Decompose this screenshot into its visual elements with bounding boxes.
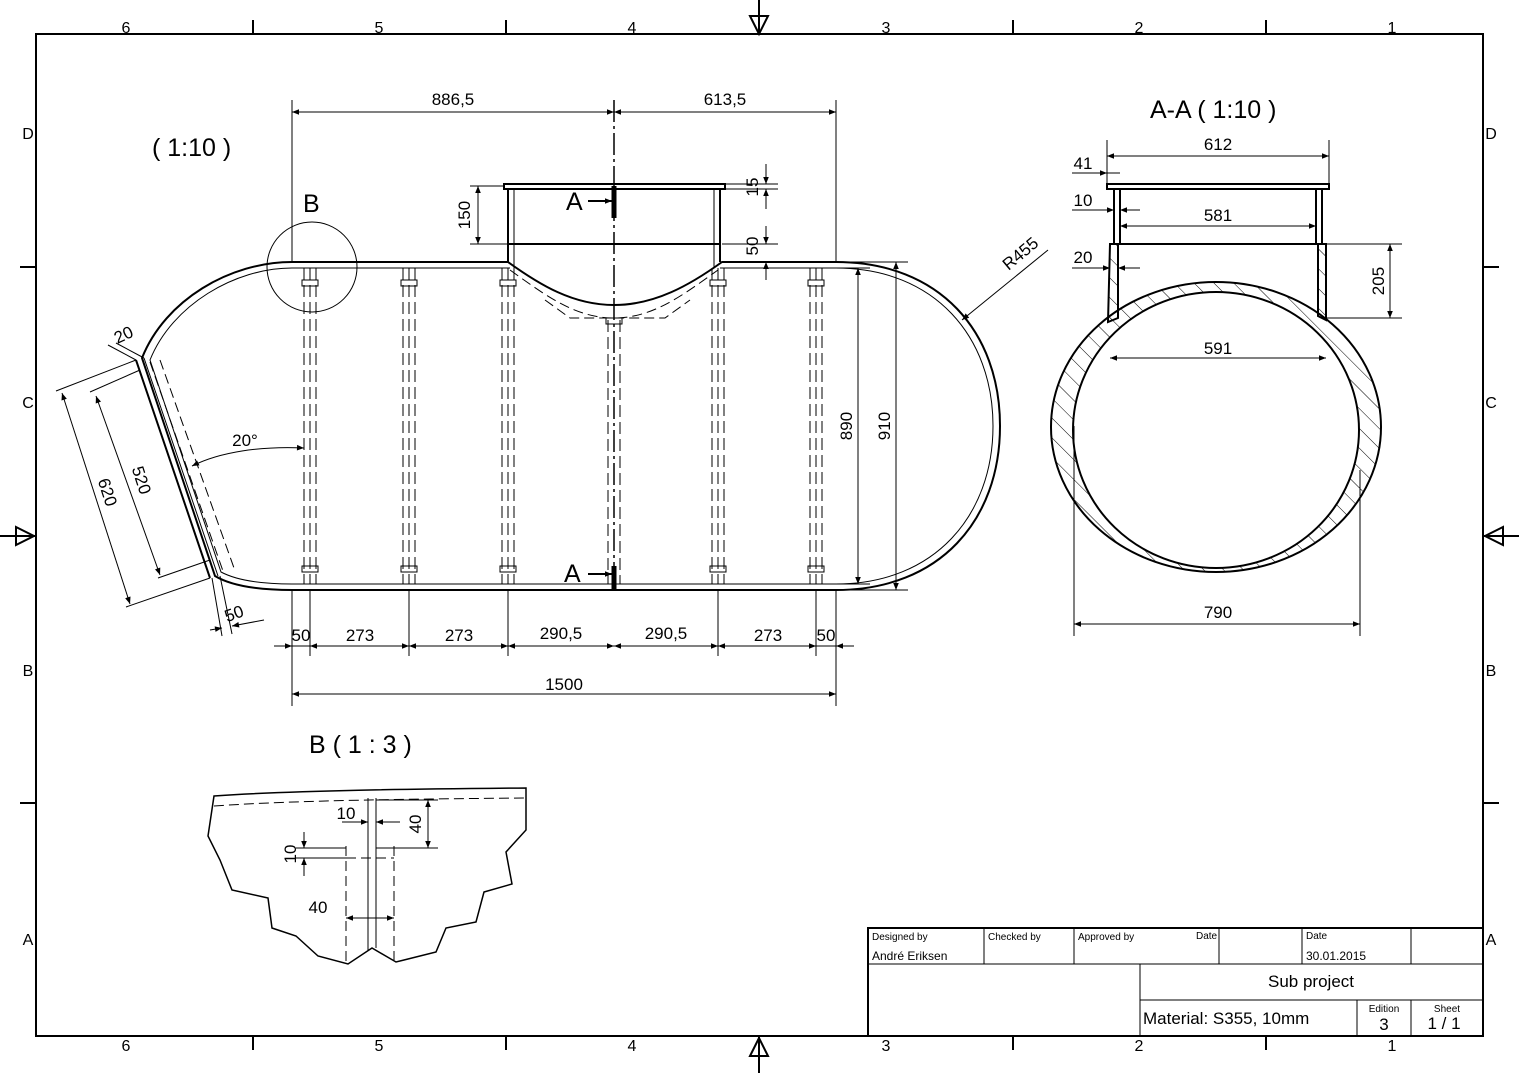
zone-row-left: C xyxy=(22,395,34,412)
section-ring xyxy=(1050,280,1382,574)
zone-col-bottom: 1 xyxy=(1388,1038,1397,1055)
ribs xyxy=(303,268,823,584)
dim-150: 150 xyxy=(455,201,474,229)
zone-labels: 6 5 4 3 2 1 6 5 4 3 2 1 D C B A D C B A xyxy=(22,20,1497,1055)
detail-view: B ( 1 : 3 ) 10 40 10 40 xyxy=(207,731,527,965)
checked-by-label: Checked by xyxy=(988,932,1041,943)
dims-top xyxy=(291,100,837,262)
designed-by-value: André Eriksen xyxy=(872,949,947,963)
zone-col-top: 5 xyxy=(375,20,384,37)
dim-520: 520 xyxy=(128,464,155,497)
zone-row-right: C xyxy=(1485,395,1497,412)
dim-886-5: 886,5 xyxy=(432,90,475,109)
dim-chain-item: 273 xyxy=(346,626,374,645)
dims-height xyxy=(836,261,908,591)
detail-inner-line xyxy=(213,797,527,807)
zone-col-top: 2 xyxy=(1135,20,1144,37)
main-view: ( 1:10 ) xyxy=(55,90,1049,706)
dim-50-top: 50 xyxy=(743,237,762,256)
dims-bottom-chain xyxy=(274,590,854,706)
detail-outline xyxy=(207,787,527,965)
zone-row-right: D xyxy=(1485,126,1497,143)
dim-20-sec: 20 xyxy=(1074,248,1093,267)
tank-inner-outline xyxy=(149,267,994,585)
section-marker-top: A xyxy=(566,188,583,216)
detail-circle-b xyxy=(266,221,358,313)
dim-910: 910 xyxy=(875,412,894,440)
dim-613-5: 613,5 xyxy=(704,90,747,109)
detail-marker-b: B xyxy=(303,190,320,218)
section-dims xyxy=(1072,140,1402,636)
dim-chain-item: 50 xyxy=(292,626,311,645)
zone-row-left: B xyxy=(23,663,34,680)
dim-20-end: 20 xyxy=(111,322,136,347)
date-value: 30.01.2015 xyxy=(1306,949,1366,963)
sheet-label: Sheet xyxy=(1434,1004,1460,1015)
date-label-2: Date xyxy=(1306,931,1328,942)
zone-col-bottom: 2 xyxy=(1135,1038,1144,1055)
zone-col-bottom: 4 xyxy=(628,1038,637,1055)
dim-205: 205 xyxy=(1369,267,1388,295)
dim-detail-40-h: 40 xyxy=(309,898,328,917)
dim-890: 890 xyxy=(837,412,856,440)
project-title: Sub project xyxy=(1268,972,1354,991)
zone-row-right: A xyxy=(1486,932,1497,949)
zone-col-top: 6 xyxy=(122,20,131,37)
material-text: Material: S355, 10mm xyxy=(1143,1009,1309,1028)
zone-col-top: 1 xyxy=(1388,20,1397,37)
zone-col-top: 3 xyxy=(882,20,891,37)
zone-col-bottom: 6 xyxy=(122,1038,131,1055)
dim-591: 591 xyxy=(1204,339,1232,358)
zone-col-bottom: 3 xyxy=(882,1038,891,1055)
date-label-1: Date xyxy=(1196,931,1218,942)
dim-detail-40-v: 40 xyxy=(406,815,425,834)
end-plate xyxy=(135,357,235,579)
section-marker-bottom: A xyxy=(564,560,581,588)
zone-row-left: D xyxy=(22,126,34,143)
edition-value: 3 xyxy=(1379,1015,1388,1034)
designed-by-label: Designed by xyxy=(872,932,928,943)
dim-chain-item: 290,5 xyxy=(645,624,688,643)
rib-caps xyxy=(301,279,825,573)
dims-hatch xyxy=(470,164,778,280)
zone-row-right: B xyxy=(1486,663,1497,680)
dim-r455: R455 xyxy=(999,233,1042,274)
approved-by-label: Approved by xyxy=(1078,932,1134,943)
section-view: A-A ( 1:10 ) 612 41 10 581 xyxy=(1050,96,1402,636)
dim-15: 15 xyxy=(743,178,762,197)
dim-chain-item: 290,5 xyxy=(540,624,583,643)
zone-col-top: 4 xyxy=(628,20,637,37)
dim-r455-leader xyxy=(961,249,1049,321)
dim-detail-10-h: 10 xyxy=(337,804,356,823)
dim-angle-20: 20° xyxy=(232,431,258,450)
hatch-bowl-inner xyxy=(509,269,719,319)
zone-row-left: A xyxy=(23,932,34,949)
edition-label: Edition xyxy=(1369,1004,1400,1015)
sheet-value: 1 / 1 xyxy=(1427,1014,1460,1033)
dim-detail-10-v: 10 xyxy=(281,845,300,864)
section-title: A-A ( 1:10 ) xyxy=(1150,96,1276,124)
dim-10-sec: 10 xyxy=(1074,191,1093,210)
section-line-a-a xyxy=(588,100,617,592)
detail-dims xyxy=(296,799,438,921)
dim-chain-item: 273 xyxy=(445,626,473,645)
dim-612: 612 xyxy=(1204,135,1232,154)
dims-end-plate xyxy=(55,342,305,637)
dim-chain-item: 273 xyxy=(754,626,782,645)
title-block: Designed by André Eriksen Checked by App… xyxy=(867,927,1484,1037)
dim-chain-item: 50 xyxy=(817,626,836,645)
zone-col-bottom: 5 xyxy=(375,1038,384,1055)
section-flange xyxy=(1106,183,1330,190)
main-view-scale: ( 1:10 ) xyxy=(152,134,231,162)
dim-790: 790 xyxy=(1204,603,1232,622)
detail-title: B ( 1 : 3 ) xyxy=(309,731,412,759)
dim-41: 41 xyxy=(1074,154,1093,173)
section-neck xyxy=(1110,189,1326,245)
dim-581: 581 xyxy=(1204,206,1232,225)
tank-outline xyxy=(140,261,1002,591)
dim-1500: 1500 xyxy=(545,675,583,694)
